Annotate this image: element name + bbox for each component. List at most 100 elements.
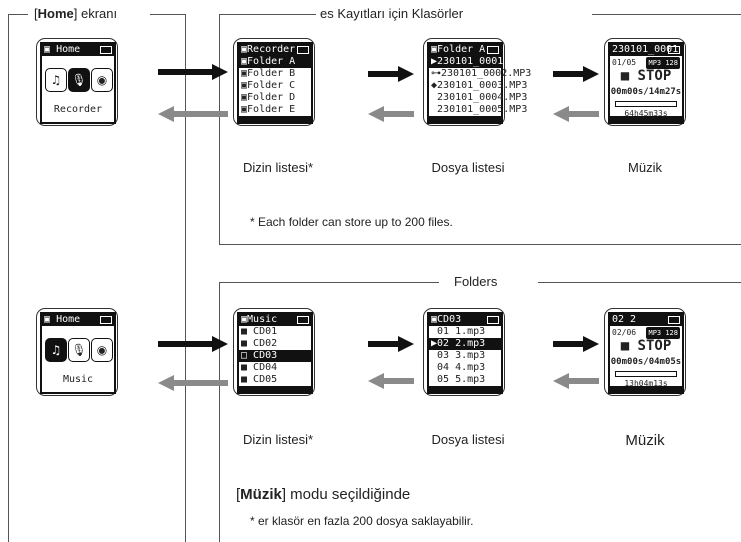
file-item[interactable]: 230101_0004.MP3 — [437, 92, 528, 103]
home-frame-left — [8, 14, 9, 542]
podcast-icon[interactable]: ◉ — [91, 338, 113, 362]
status-footer — [239, 116, 311, 122]
file-list-screen: ▣Folder A ▶230101_0001.MP3 ⊶230101_0002.… — [423, 38, 532, 126]
back-arrow — [158, 375, 228, 391]
status-footer — [610, 386, 682, 392]
back-arrow — [368, 106, 414, 122]
home-caption: Recorder — [53, 104, 103, 115]
caption-file-list: Dosya listesi — [431, 432, 505, 447]
status-stop: ■ STOP — [620, 338, 672, 354]
list-header: Recorder — [247, 44, 296, 55]
back-arrow — [158, 106, 228, 122]
music-playback-screen: 02 2 02/06 MP3 128 ■ STOP 00m00s/04m05s … — [604, 308, 686, 396]
section2-frame-top-left — [219, 282, 439, 283]
music-file-list-screen: ▣CD03 01 1.mp3 ▶02 2.mp3 03 3.mp3 04 4.m… — [423, 308, 505, 396]
home-screen-music: ▣ Home ♫ 🎙 ◉ Music — [36, 308, 118, 396]
battery-icon — [487, 316, 499, 324]
section1-frame-bottom — [219, 244, 741, 245]
forward-arrow — [368, 66, 414, 82]
file-item[interactable]: 05 5.mp3 — [437, 374, 486, 385]
file-item[interactable]: 01 1.mp3 — [437, 326, 486, 337]
internal-memory-icon: ▣ — [44, 44, 51, 55]
home-frame-right — [185, 14, 186, 542]
list-header: Music — [247, 314, 278, 325]
folder-item[interactable]: ■ CD04 — [241, 362, 278, 373]
music-icon[interactable]: ♫ — [45, 338, 67, 362]
format-badge: MP3 128 — [646, 57, 680, 69]
progress-bar[interactable] — [615, 101, 677, 107]
music-folder-list-screen: ▣Music ■ CD01 ■ CD02 □ CD03 ■ CD04 ■ CD0… — [233, 308, 315, 396]
folder-item[interactable]: ▣Folder E — [241, 104, 296, 115]
caption-folder-list: Dizin listesi* — [242, 432, 314, 447]
file-item[interactable]: ▶02 2.mp3 — [429, 338, 501, 350]
file-index: 01/05 — [612, 58, 637, 67]
internal-memory-icon: ▣ — [241, 44, 248, 55]
battery-icon — [100, 46, 112, 54]
home-caption: Music — [62, 374, 94, 385]
status-footer — [429, 386, 501, 392]
remaining-time: 64h45m33s — [624, 109, 668, 118]
file-item[interactable]: 03 3.mp3 — [437, 350, 486, 361]
home-header: Home — [56, 314, 81, 325]
format-badge: MP3 128 — [646, 327, 680, 339]
remaining-time: 13h04m13s — [624, 379, 668, 388]
mic-icon[interactable]: 🎙 — [68, 68, 90, 92]
status-footer — [429, 116, 501, 122]
music-icon[interactable]: ♫ — [45, 68, 67, 92]
back-arrow — [368, 373, 414, 389]
home-frame-top-right — [150, 14, 186, 15]
mode-label: [Müzik] modu seçildiğinde — [236, 486, 411, 503]
file-item[interactable]: 04 4.mp3 — [437, 362, 486, 373]
status-footer — [610, 116, 682, 122]
internal-memory-icon: ▣ — [431, 314, 438, 325]
time-readout: 00m00s/04m05s — [610, 357, 682, 367]
internal-memory-icon: ▣ — [44, 314, 51, 325]
folder-capacity-note: * Each folder can store up to 200 files. — [250, 215, 453, 229]
file-index: 02/06 — [612, 328, 637, 337]
mic-icon[interactable]: 🎙 — [68, 338, 90, 362]
section2-frame-top-right — [538, 282, 741, 283]
forward-arrow — [158, 336, 228, 352]
status-footer — [239, 386, 311, 392]
file-item[interactable]: ◆230101_0003.MP3 — [431, 80, 528, 91]
folder-item[interactable]: ▣Folder D — [241, 92, 296, 103]
forward-arrow — [553, 336, 599, 352]
forward-arrow — [158, 64, 228, 80]
section1-title: es Kayıtları için Klasörler — [316, 6, 468, 21]
battery-icon — [297, 46, 309, 54]
status-stop: ■ STOP — [620, 68, 672, 84]
battery-icon — [668, 46, 680, 54]
playback-screen: 230101_0001 01/05 MP3 128 ■ STOP 00m00s/… — [604, 38, 686, 126]
file-item[interactable]: ⊶230101_0002.MP3 — [431, 68, 532, 79]
folder-item[interactable]: ■ CD01 — [241, 326, 278, 337]
folder-item[interactable]: □ CD03 — [239, 350, 311, 362]
file-item[interactable]: 230101_0005.MP3 — [437, 104, 528, 115]
battery-icon — [487, 46, 499, 54]
list-header: CD03 — [437, 314, 462, 325]
forward-arrow — [368, 336, 414, 352]
section1-frame-top-right — [592, 14, 741, 15]
folder-item[interactable]: ▣Folder C — [241, 80, 296, 91]
playback-title: 230101_0001 — [612, 44, 679, 55]
list-header: Folder A — [437, 44, 486, 55]
section1-frame-top-left — [219, 14, 319, 15]
caption-music: Müzik — [625, 432, 665, 449]
section2-title: Folders — [450, 274, 502, 289]
forward-arrow — [553, 66, 599, 82]
home-screen-recorder: ▣ Home ♫ 🎙 ◉ Recorder — [36, 38, 118, 126]
progress-bar[interactable] — [615, 371, 677, 377]
podcast-icon[interactable]: ◉ — [91, 68, 113, 92]
home-header: Home — [56, 44, 81, 55]
playback-title: 02 2 — [612, 314, 637, 325]
folder-item[interactable]: ■ CD02 — [241, 338, 278, 349]
battery-icon — [297, 316, 309, 324]
section2-frame-left — [219, 282, 220, 542]
folder-capacity-note: * er klasör en fazla 200 dosya saklayabi… — [250, 514, 474, 528]
folder-item[interactable]: ▣Folder B — [241, 68, 296, 79]
caption-folder-list: Dizin listesi* — [242, 160, 314, 175]
file-item[interactable]: ▶230101_0001.MP3 — [429, 56, 528, 68]
folder-item[interactable]: ■ CD05 — [241, 374, 278, 385]
folder-item[interactable]: ▣Folder A — [239, 56, 311, 68]
home-screen-label: [Home] ekranı — [30, 6, 122, 21]
back-arrow — [553, 373, 599, 389]
